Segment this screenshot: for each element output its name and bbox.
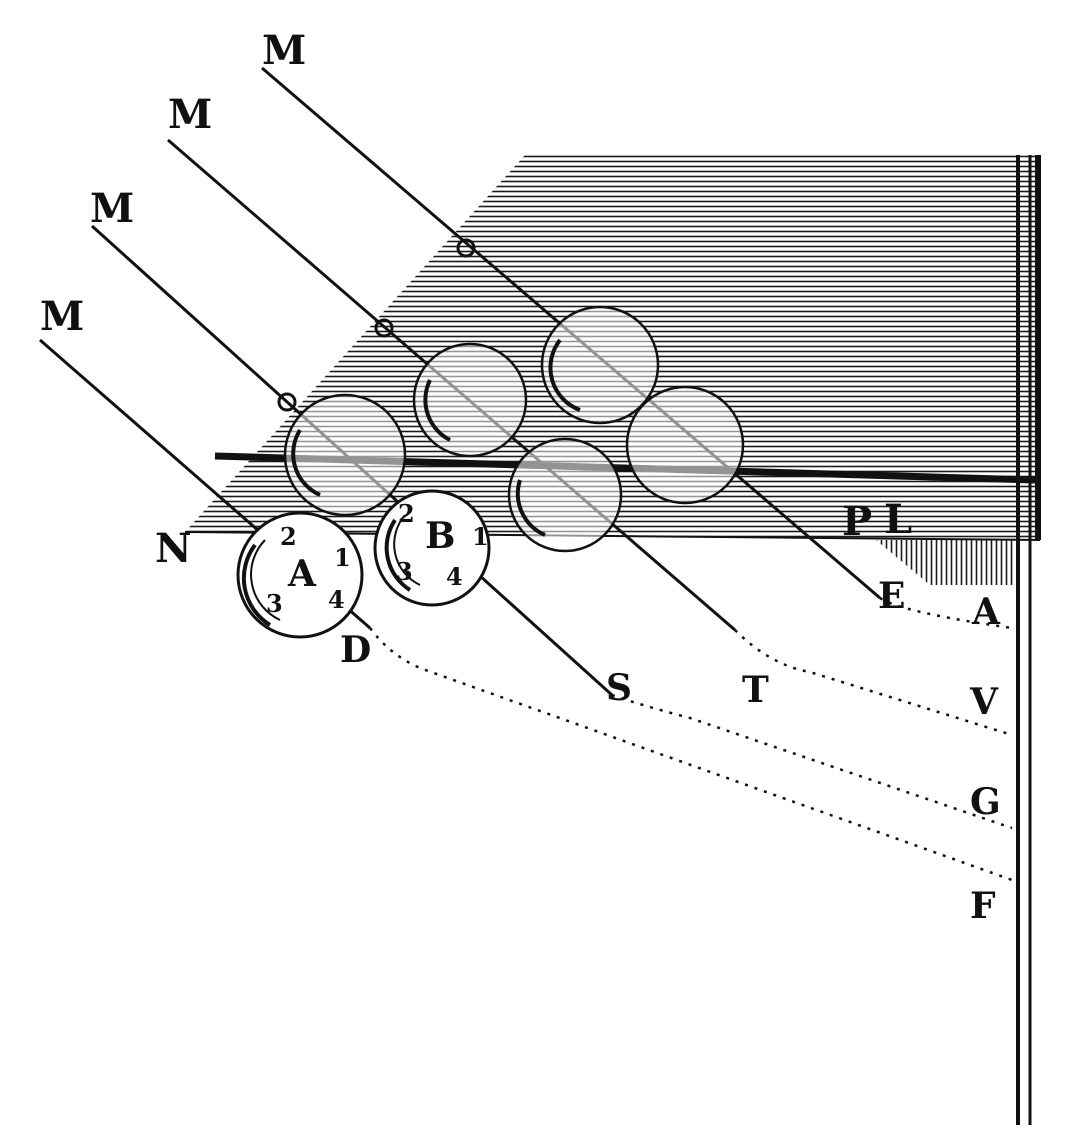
path-T-V: [734, 629, 1013, 737]
label-g: G: [970, 781, 1001, 823]
label-ray-3: M: [90, 185, 134, 232]
label-ball-a-mark-3: 3: [266, 589, 283, 618]
ball-a-shading-2: [250, 539, 281, 621]
ball-ghost-shading-3: [291, 428, 321, 497]
label-ball-a-mark-2: 2: [280, 522, 297, 551]
path-D-F: [368, 627, 1013, 882]
label-ball-a-mark-1: 1: [334, 543, 351, 572]
ball-ghost-2: [412, 342, 528, 458]
label-ray-1: M: [262, 27, 306, 74]
label-ball-b-mark-3: 3: [396, 557, 413, 586]
ball-a: [236, 511, 364, 639]
ray-knot-3: [277, 392, 297, 412]
ray-knot-2: [374, 318, 394, 338]
label-ray-4: M: [40, 293, 84, 340]
ball-ghost-4: [283, 393, 407, 517]
label-ball-a: A: [287, 553, 317, 595]
label-ball-a-mark-4: 4: [328, 585, 345, 614]
label-ball-b-mark-1: 1: [472, 522, 489, 551]
label-ray-2: M: [168, 91, 212, 138]
path-E-A: [879, 596, 1013, 630]
label-e: E: [878, 575, 905, 617]
label-s: S: [606, 667, 632, 709]
label-t: T: [742, 669, 769, 711]
ball-ghost-5: [507, 437, 623, 553]
label-ball-b-mark-2: 2: [398, 499, 415, 528]
label-f: F: [970, 885, 996, 927]
label-v: V: [969, 681, 999, 723]
label-l: L: [884, 496, 912, 543]
ball-a-shading: [241, 543, 272, 627]
label-d: D: [340, 629, 371, 671]
ball-ghost-1: [540, 305, 660, 425]
ball-ghost-3: [625, 385, 745, 505]
label-n: N: [155, 525, 192, 572]
ball-ghost-shading-2: [423, 379, 451, 442]
hatched-block: [876, 540, 1015, 585]
ball-ghost-shading-1: [548, 338, 581, 412]
ball-ghost-shading-4: [515, 479, 546, 537]
label-a-right: A: [971, 591, 1001, 633]
ray-knot-1: [456, 238, 476, 258]
ball-b-shading-2: [393, 514, 421, 586]
label-p: P: [842, 498, 872, 545]
label-ball-b-mark-4: 4: [446, 562, 463, 591]
label-ball-b: B: [425, 515, 455, 557]
ball-b-shading: [384, 518, 412, 592]
ball-b: [373, 489, 491, 607]
